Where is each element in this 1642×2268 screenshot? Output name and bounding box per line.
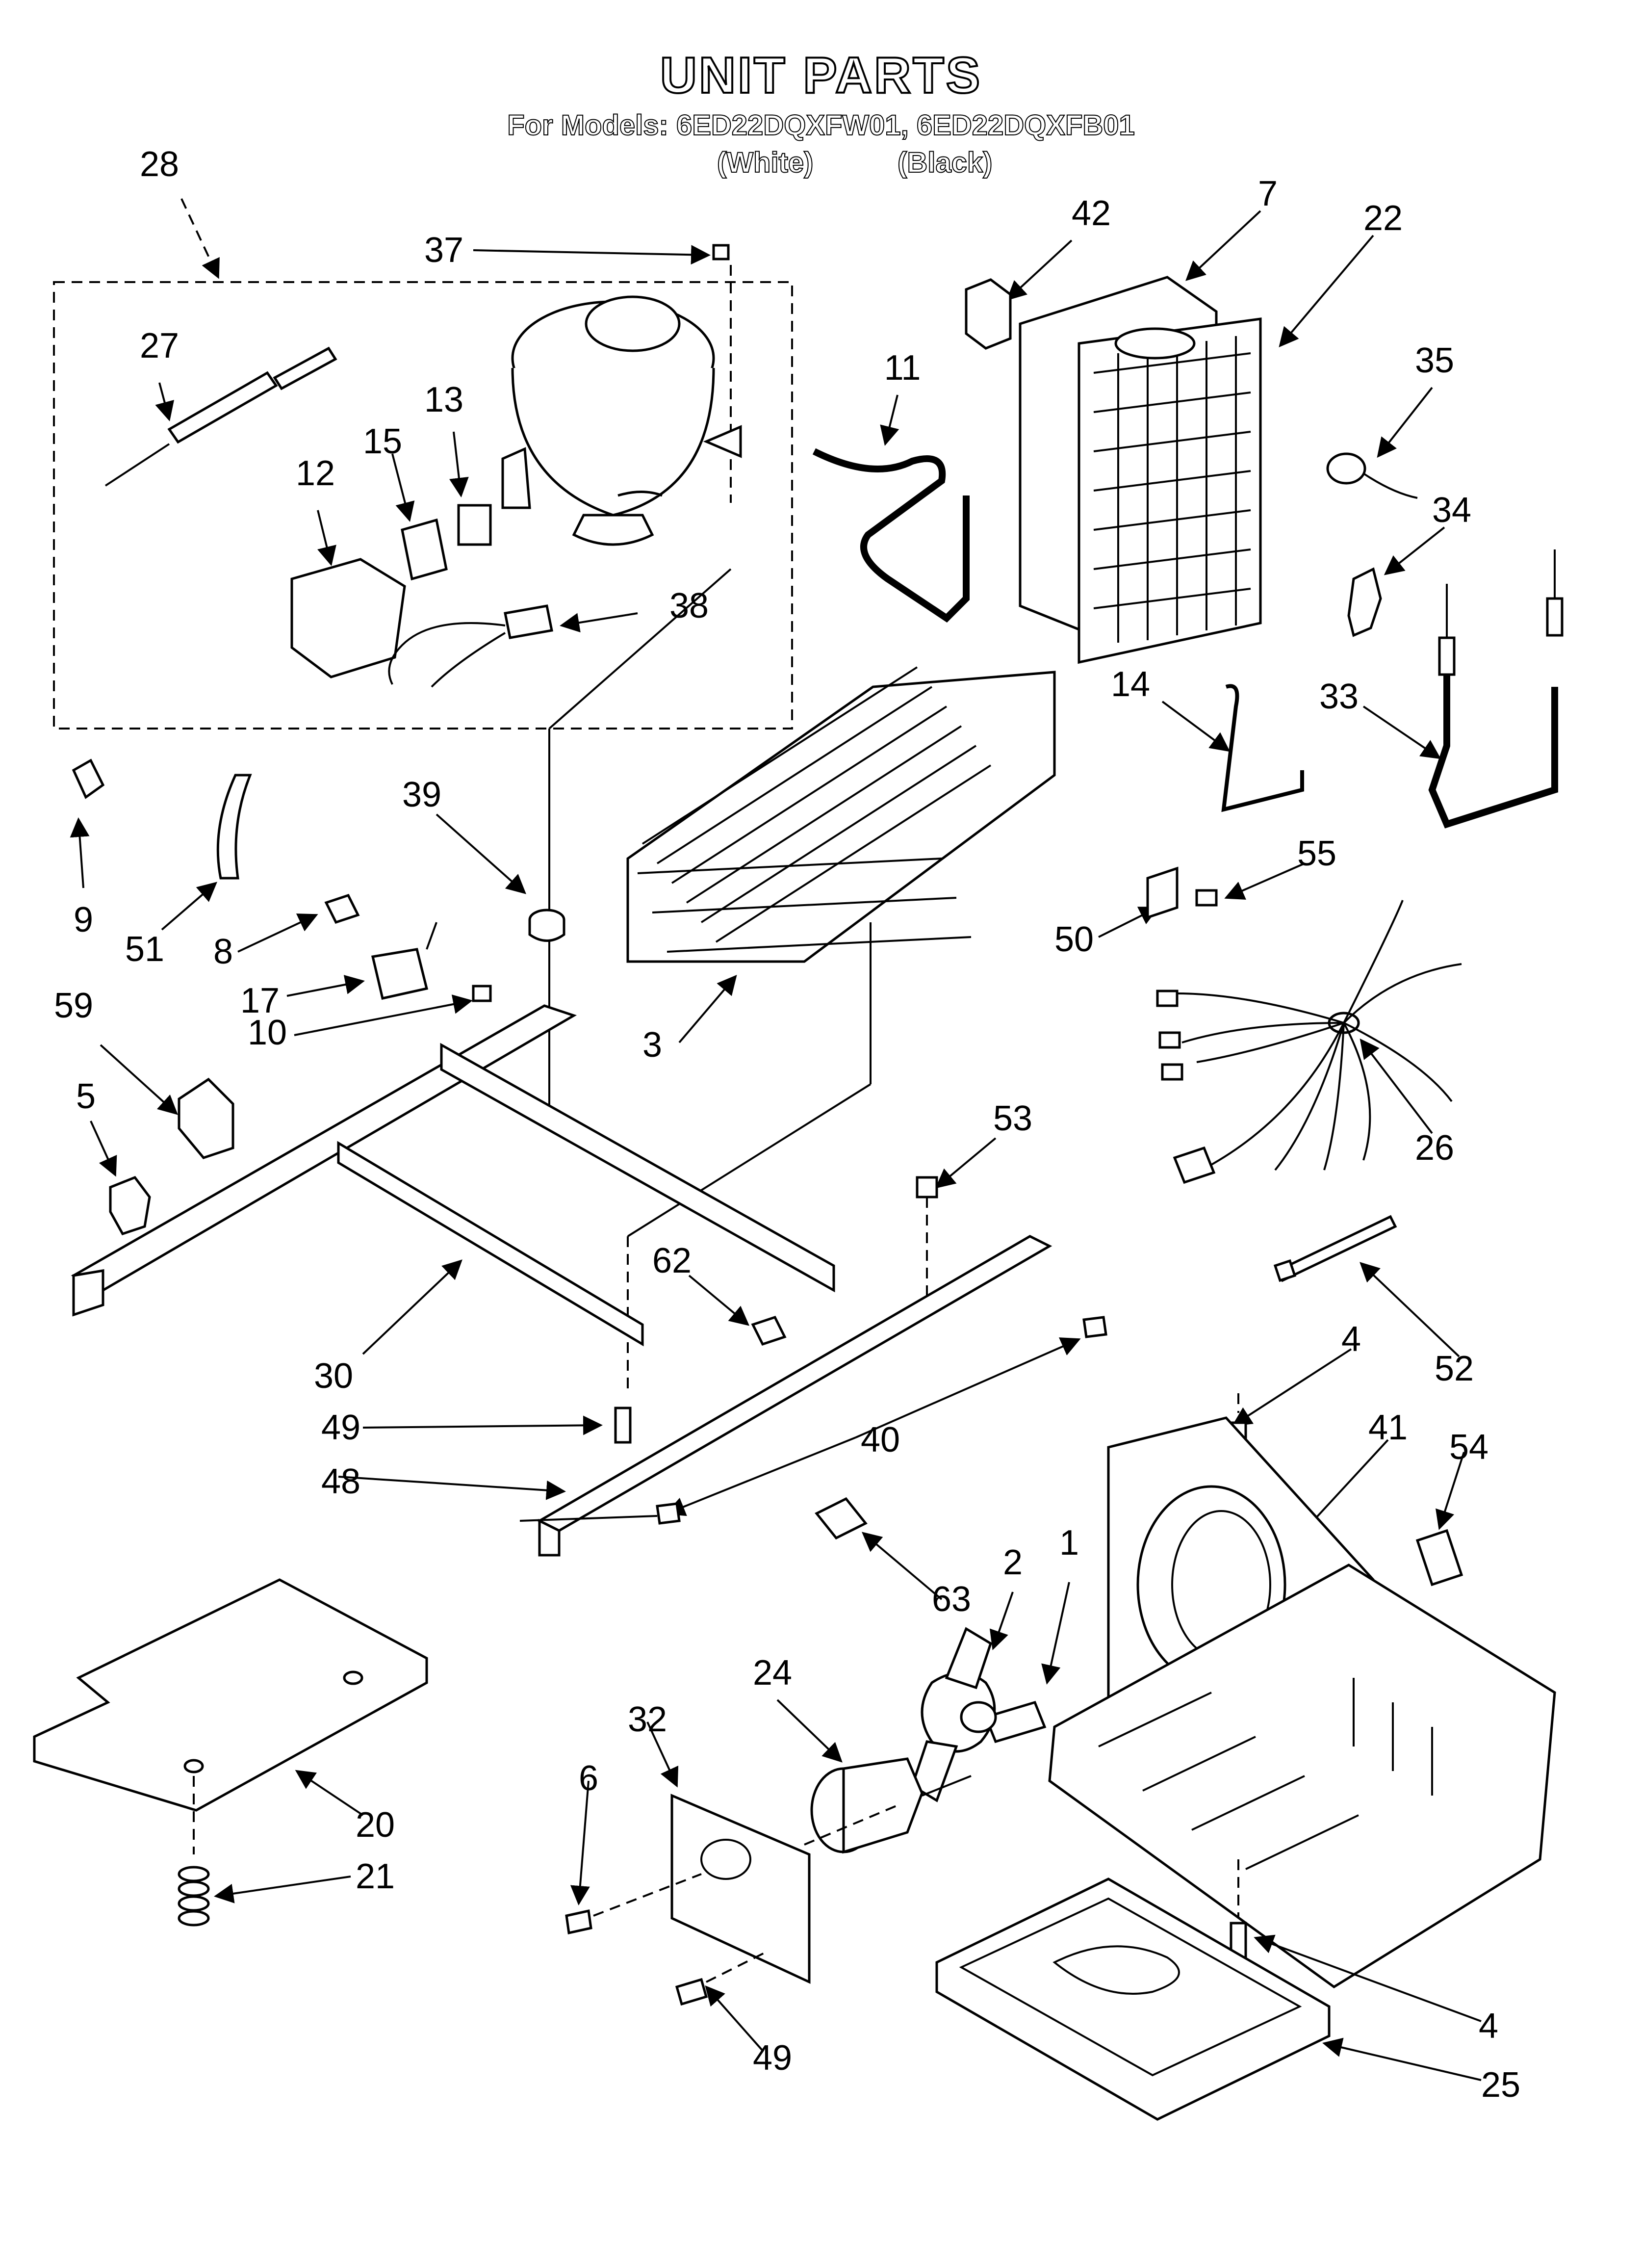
base-pan [1048, 1564, 1556, 1989]
screw-53 [916, 1176, 938, 1199]
clip-62 [751, 1315, 787, 1346]
variant-black-label: (Black) [897, 146, 993, 179]
base-rails-30 [71, 1004, 835, 1347]
callout-27: 27 [139, 326, 180, 365]
callout-52: 52 [1434, 1349, 1474, 1388]
callout-59: 59 [53, 986, 94, 1025]
fan-blade-2 [910, 1627, 1047, 1802]
callout-12: 12 [295, 454, 335, 493]
callout-48: 48 [321, 1462, 361, 1501]
callout-15: 15 [362, 422, 403, 461]
compressor [501, 295, 742, 546]
callout-9: 9 [73, 900, 94, 939]
tube-11 [812, 448, 970, 623]
callout-50: 50 [1054, 920, 1094, 959]
motor-bracket-32 [670, 1794, 811, 1984]
screw-10 [472, 985, 492, 1002]
callout-41: 41 [1368, 1408, 1408, 1447]
callout-26: 26 [1414, 1128, 1455, 1168]
fitting-63 [815, 1497, 868, 1540]
plug-9 [72, 758, 105, 799]
fan-motor-35 [1326, 452, 1418, 499]
callout-6: 6 [578, 1759, 599, 1798]
cable-tie-52 [1276, 1215, 1397, 1282]
callout-30: 30 [313, 1356, 354, 1396]
screw-49-lower [675, 1978, 708, 2006]
callout-8: 8 [213, 932, 233, 971]
bracket-59 [178, 1077, 234, 1159]
hose-51 [216, 774, 252, 880]
callout-25: 25 [1481, 2065, 1521, 2105]
callout-39: 39 [402, 775, 442, 814]
variant-white-label: (White) [717, 146, 814, 179]
bracket-42 [965, 278, 1012, 350]
callout-5: 5 [76, 1077, 96, 1116]
drain-pan-25 [935, 1877, 1331, 2121]
callout-24: 24 [752, 1653, 793, 1693]
callout-37: 37 [424, 231, 464, 270]
callout-53: 53 [993, 1099, 1033, 1138]
screw-40-b [1082, 1316, 1107, 1338]
part-13 [457, 504, 492, 546]
callout-42: 42 [1071, 194, 1111, 233]
screw-49-upper [614, 1407, 632, 1444]
compressor-assembly-box [53, 281, 793, 730]
part-8 [324, 893, 360, 924]
overload-27 [104, 346, 337, 487]
callout-2: 2 [1002, 1543, 1023, 1582]
wire-nut-54 [1415, 1529, 1463, 1587]
screw-6 [565, 1909, 592, 1935]
callout-35: 35 [1414, 341, 1455, 380]
capacitor-17 [371, 948, 429, 1000]
callout-55: 55 [1297, 834, 1337, 873]
wire-harness-26 [1156, 900, 1462, 1184]
diagram-title: UNIT PARTS [659, 46, 982, 105]
callout-14: 14 [1110, 665, 1151, 704]
callout-62: 62 [652, 1241, 692, 1280]
bracket-50 [1146, 866, 1179, 919]
callout-1: 1 [1059, 1523, 1079, 1563]
callout-49-upper: 49 [321, 1408, 361, 1447]
callout-54: 54 [1449, 1428, 1489, 1467]
callout-4-lower: 4 [1478, 2007, 1499, 2046]
callout-11: 11 [884, 348, 921, 388]
fan-motor-24 [810, 1757, 972, 1854]
callout-13: 13 [424, 380, 464, 419]
part-15 [401, 518, 448, 581]
callout-3: 3 [642, 1025, 663, 1065]
callout-38: 38 [669, 586, 709, 626]
evaporator-7 [1019, 276, 1262, 664]
spring-21 [178, 1866, 210, 1927]
screw-40-a [656, 1502, 681, 1525]
screw-55 [1195, 889, 1218, 907]
callout-4-upper: 4 [1341, 1320, 1361, 1359]
callout-28: 28 [139, 145, 180, 184]
callout-21: 21 [355, 1857, 395, 1896]
callout-22: 22 [1363, 199, 1403, 238]
clip-5 [109, 1175, 151, 1236]
screw-37 [473, 244, 732, 503]
callout-10: 10 [247, 1013, 287, 1052]
grommet-39 [528, 909, 565, 942]
callout-33: 33 [1319, 677, 1359, 716]
cover-panel-20 [33, 1578, 428, 1812]
relay-12 [290, 558, 406, 678]
callout-32: 32 [627, 1700, 667, 1739]
callout-20: 20 [355, 1805, 395, 1845]
callout-49-lower: 49 [752, 2038, 793, 2078]
wire-harness-38 [388, 604, 638, 688]
callout-40: 40 [860, 1420, 900, 1460]
models-subtitle: For Models: 6ED22DQXFW01, 6ED22DQXFB01 [507, 109, 1135, 142]
callout-51: 51 [125, 930, 165, 969]
clip-34 [1347, 567, 1382, 637]
drier-33 [1428, 549, 1564, 829]
callout-7: 7 [1257, 174, 1278, 213]
rod-14 [1221, 684, 1304, 812]
callout-63: 63 [931, 1580, 972, 1619]
condenser-coil-3 [626, 666, 1056, 963]
callout-34: 34 [1432, 491, 1472, 530]
callout-17: 17 [240, 981, 280, 1020]
cross-rail-48 [537, 1235, 1052, 1557]
